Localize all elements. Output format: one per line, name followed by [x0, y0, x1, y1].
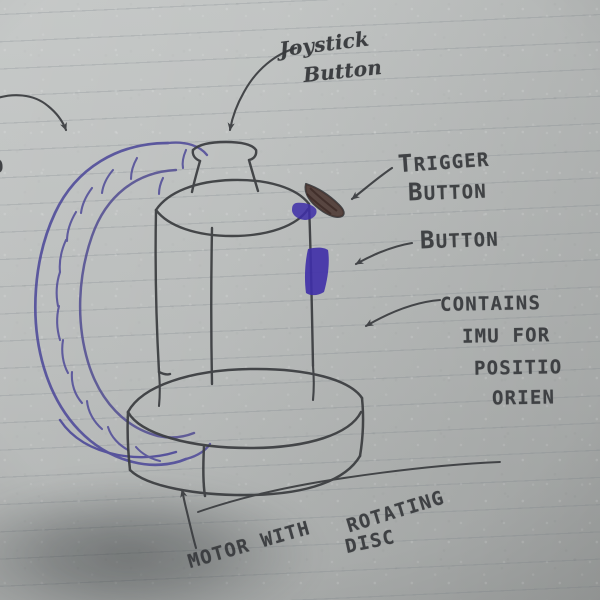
- label-button-rest: UTTON: [435, 228, 500, 253]
- blue-ring-outer-arc: [33, 141, 188, 467]
- arrow-button: [354, 241, 414, 266]
- blue-ring-tick-marks: [55, 148, 188, 463]
- label-imu-line2: IMU FOR: [461, 324, 551, 348]
- label-left-edge-fragment: D: [0, 155, 6, 179]
- camera-shadow: [0, 455, 320, 600]
- side-button-shape[interactable]: [304, 247, 329, 296]
- motor-leader-line: [197, 461, 501, 513]
- label-imu-line4: ORIEN: [491, 386, 556, 410]
- joystick-knob: [190, 140, 260, 194]
- arrow-joystick: [227, 46, 298, 132]
- label-button: BUTTON: [420, 224, 500, 255]
- label-trigger-line2-rest: UTTON: [423, 180, 488, 205]
- label-trigger-line1-rest: RIGGER: [413, 148, 491, 177]
- body-base-junction: [157, 364, 315, 408]
- label-joystick-line2: Button: [301, 54, 384, 88]
- label-imu-line1: CONTAINS: [439, 292, 542, 316]
- arrow-motor: [180, 488, 198, 550]
- blue-ring-tail: [58, 418, 178, 459]
- label-joystick-line1: Joystick: [277, 26, 371, 62]
- label-motor-line2: ROTATING: [343, 486, 448, 538]
- arrow-trigger: [350, 166, 394, 201]
- label-trigger-line2: BUTTON: [408, 176, 488, 207]
- trigger-base-patch: [292, 202, 317, 220]
- label-trigger-line2-cap: B: [407, 177, 425, 207]
- label-imu-line3: POSITIO: [473, 356, 563, 380]
- label-button-cap: B: [419, 225, 437, 255]
- trigger-shading: [306, 187, 338, 215]
- blue-ring-inner-arc: [78, 168, 196, 439]
- label-motor-line1: MOTOR WITH: [185, 517, 313, 573]
- blue-ring-top-closure: [166, 141, 209, 157]
- arrow-left-edge: [0, 94, 68, 132]
- label-trigger-line1: TRIGGER: [397, 144, 490, 178]
- arrow-imu: [364, 298, 442, 328]
